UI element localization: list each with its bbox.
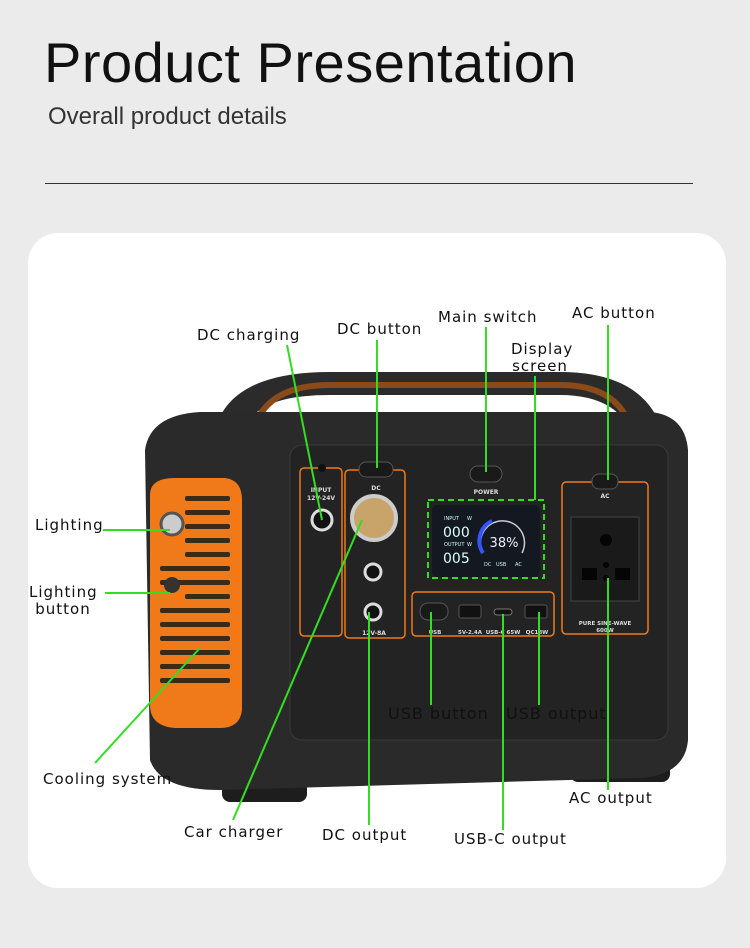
leader-car-charger [232,519,363,821]
screen-input-value: 000 [443,525,470,541]
usb-group [411,591,555,637]
light-button [164,577,180,593]
callout-cooling-system: Cooling system [43,770,173,788]
ac-rating: 600W [596,628,614,634]
light-lamp [159,511,185,537]
callout-text: button [35,600,91,618]
usb-label: USB [429,630,442,636]
callout-dc-output: DC output [322,826,408,844]
socket-hole [615,568,630,580]
screen-unit: W [467,542,472,548]
screen-usb: USB [496,562,507,568]
dc-output-port [363,562,383,582]
battery-arc [477,519,493,555]
page-title: Product Presentation [44,31,577,94]
callout-car-charger: Car charger [184,823,284,841]
divider [45,183,693,184]
screen-dc: DC [484,562,492,568]
leader-cooling [94,647,201,764]
leader-dc-charging [286,344,323,521]
screen-input-label: INPUT [444,516,460,522]
callout-text: screen [512,357,568,375]
ac-button [591,473,619,490]
callout-usb-output: USB output [506,704,607,723]
usb-a-rating: 5V-2.4A [458,630,483,636]
callout-dc-button: DC button [337,320,423,338]
screen-unit: W [467,516,472,522]
dc-label: DC [371,485,381,492]
usb-button [419,602,449,621]
ac-socket [570,516,640,602]
display-highlight [427,499,545,579]
callout-usbc-output: USB-C output [454,830,567,848]
power-label: POWER [474,489,499,496]
grille-slots [160,496,230,683]
handle-accent [252,382,633,427]
qc-port [524,604,548,619]
socket-hole [582,568,597,580]
callout-usb-button: USB button [388,704,489,723]
callout-main-switch: Main switch [438,308,538,326]
carry-handle [215,372,665,440]
socket-hole [600,534,612,546]
qc-rating: QC18W [526,630,548,636]
leader-lines [94,325,609,830]
car-charger-socket [350,494,398,542]
usb-a-port [458,604,482,619]
dc-output-rating: 12V-8A [362,630,386,637]
callout-lighting: Lighting [35,516,104,534]
sine-label: PURE SINE-WAVE [579,621,632,627]
input-led [318,464,326,472]
callout-ac-button: AC button [572,304,656,322]
callout-ac-output: AC output [569,789,653,807]
screen-output-label: OUTPUT [444,542,465,548]
callout-dc-charging: DC charging [197,326,301,344]
ac-label: AC [600,493,610,500]
input-voltage: 12V-24V [307,495,335,502]
page-subtitle: Overall product details [48,103,287,130]
screen-output-value: 005 [443,551,470,567]
battery-percent: 38% [490,536,519,551]
dc-output-port [363,602,383,622]
callout-text: Lighting [29,583,98,601]
callout-text: Display [511,340,574,358]
input-label: INPUT [311,487,333,494]
socket-hole [603,562,609,568]
screen-ac: AC [515,562,522,568]
